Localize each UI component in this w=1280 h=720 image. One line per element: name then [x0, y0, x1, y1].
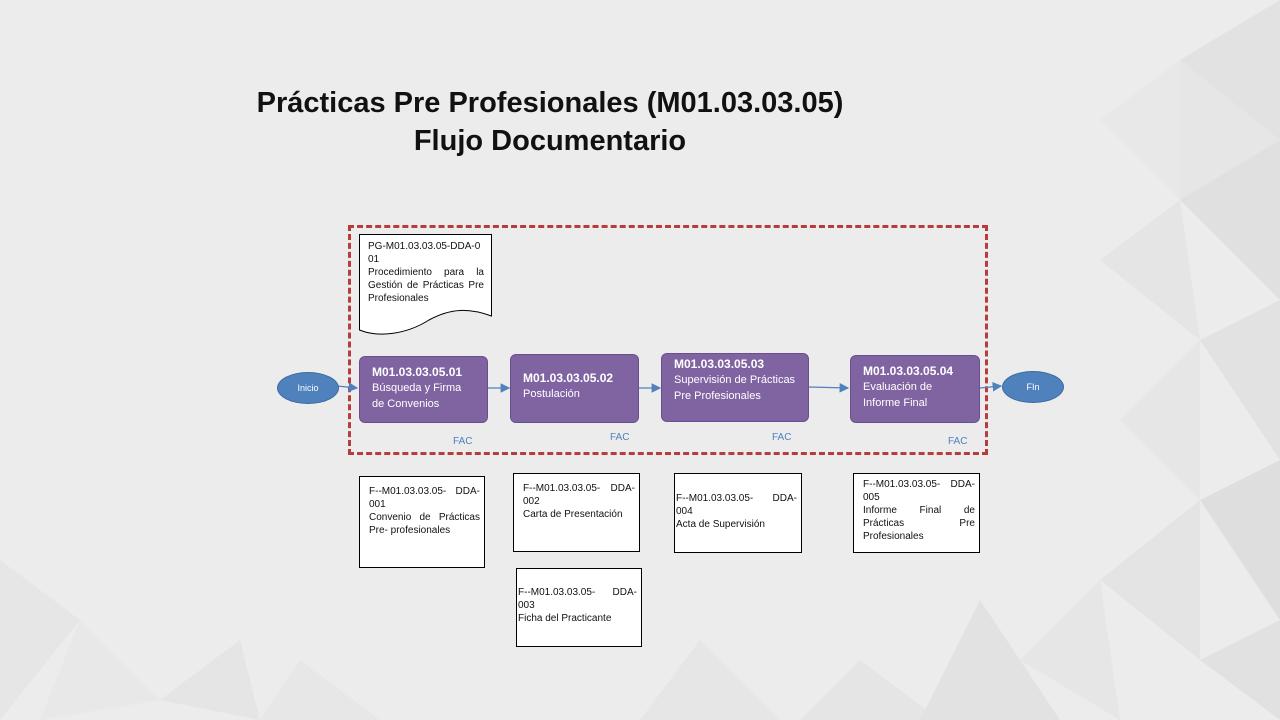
procedure-document: PG-M01.03.03.05-DDA-001 Procedimiento pa…	[359, 234, 492, 342]
procedure-code: PG-M01.03.03.05-DDA-001	[368, 241, 481, 265]
form-description: Informe Final de Prácticas Pre Profesion…	[863, 505, 975, 542]
process-name: Supervisión de Prácticas Pre Profesional…	[674, 374, 796, 402]
owner-label-1: FAC	[453, 436, 473, 447]
process-name: Búsqueda y Firma de Convenios	[372, 382, 462, 410]
end-terminal[interactable]: FIn	[1002, 371, 1064, 403]
title-line-1: Prácticas Pre Profesionales (M01.03.03.0…	[256, 87, 844, 119]
form-description: Carta de Presentación	[523, 509, 623, 520]
owner-label-3: FAC	[772, 432, 792, 443]
page-title: Prácticas Pre Profesionales (M01.03.03.0…	[0, 84, 1100, 160]
process-code: M01.03.03.05.02	[523, 371, 614, 385]
owner-label-4: FAC	[948, 436, 968, 447]
form-code: F--M01.03.03.05- DDA-001	[369, 486, 480, 510]
form-document-001: F--M01.03.03.05- DDA-001 Convenio de Prá…	[359, 476, 485, 568]
form-code: F--M01.03.03.05- DDA-003	[518, 587, 637, 611]
form-document-003: F--M01.03.03.05- DDA-003 Ficha del Pract…	[516, 568, 642, 647]
process-name: Evaluación de Informe Final	[863, 381, 933, 409]
process-boundary	[348, 225, 988, 455]
form-description: Ficha del Practicante	[518, 613, 612, 624]
procedure-description: Procedimiento para la Gestión de Práctic…	[368, 267, 484, 304]
form-code: F--M01.03.03.05- DDA-005	[863, 479, 975, 503]
document-shape	[359, 234, 492, 335]
owner-label-2: FAC	[610, 432, 630, 443]
process-code: M01.03.03.05.03	[674, 357, 765, 371]
form-description: Convenio de Prácticas Pre- profesionales	[369, 512, 480, 536]
process-box-2[interactable]: M01.03.03.05.02 Postulación	[510, 354, 639, 423]
form-document-005: F--M01.03.03.05- DDA-005 Informe Final d…	[853, 473, 980, 553]
process-box-3[interactable]: M01.03.03.05.03 Supervisión de Prácticas…	[661, 353, 809, 422]
form-code: F--M01.03.03.05- DDA-004	[676, 493, 797, 517]
title-line-2: Flujo Documentario	[413, 125, 687, 157]
process-box-4[interactable]: M01.03.03.05.04 Evaluación de Informe Fi…	[850, 355, 980, 423]
form-description: Acta de Supervisión	[676, 519, 765, 530]
end-label: FIn	[1026, 382, 1040, 392]
process-name: Postulación	[523, 388, 580, 400]
form-document-002: F--M01.03.03.05- DDA-002 Carta de Presen…	[513, 473, 640, 552]
form-document-004: F--M01.03.03.05- DDA-004 Acta de Supervi…	[674, 473, 802, 553]
start-terminal[interactable]: Inicio	[277, 372, 339, 404]
process-code: M01.03.03.05.04	[863, 364, 954, 378]
start-label: Inicio	[297, 383, 319, 393]
form-code: F--M01.03.03.05- DDA-002	[523, 483, 635, 507]
process-box-1[interactable]: M01.03.03.05.01 Búsqueda y Firma de Conv…	[359, 356, 488, 423]
process-code: M01.03.03.05.01	[372, 365, 463, 379]
